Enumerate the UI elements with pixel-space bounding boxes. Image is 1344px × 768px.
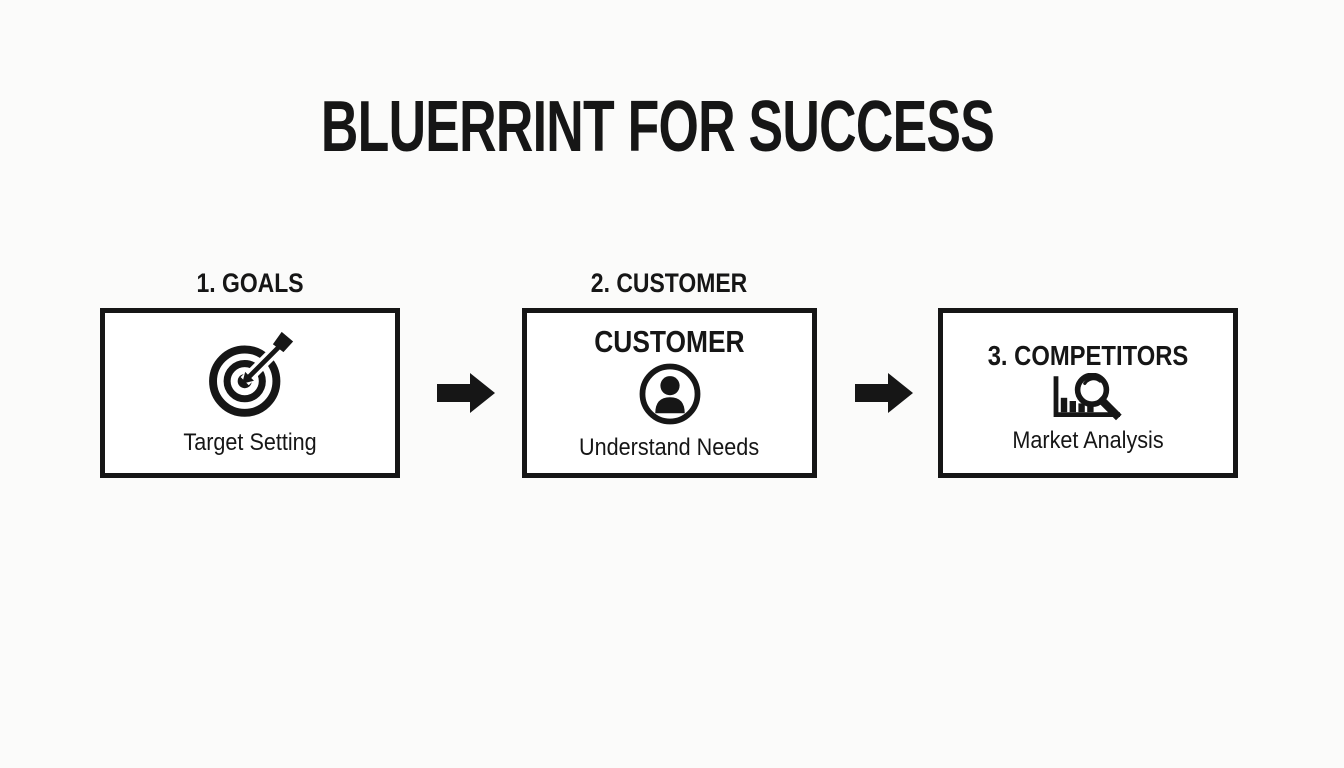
target-icon — [206, 331, 294, 419]
person-icon — [638, 362, 702, 426]
step-2-label: 2. CUSTOMER — [591, 268, 748, 298]
page-title-text: BLUERRINT FOR SUCCESS — [321, 87, 995, 167]
step-2-heading: CUSTOMER — [594, 324, 745, 359]
right-arrow-icon — [855, 373, 913, 413]
page-title: BLUERRINT FOR SUCCESS — [0, 87, 1330, 167]
step-3-caption: Market Analysis — [1012, 427, 1164, 454]
bar-chart-magnifier-icon — [1048, 372, 1128, 421]
step-1-caption: Target Setting — [183, 429, 317, 456]
right-arrow-icon — [437, 373, 495, 413]
step-2-caption: Understand Needs — [579, 434, 760, 461]
step-3-heading: 3. COMPETITORS — [987, 340, 1189, 371]
step-2-box: CUSTOMER Understand Needs — [522, 308, 817, 478]
step-3-box: 3. COMPETITORS Market Analysis — [938, 308, 1238, 478]
step-1-label: 1. GOALS — [196, 268, 304, 298]
step-1-box: Target Setting — [100, 308, 400, 478]
